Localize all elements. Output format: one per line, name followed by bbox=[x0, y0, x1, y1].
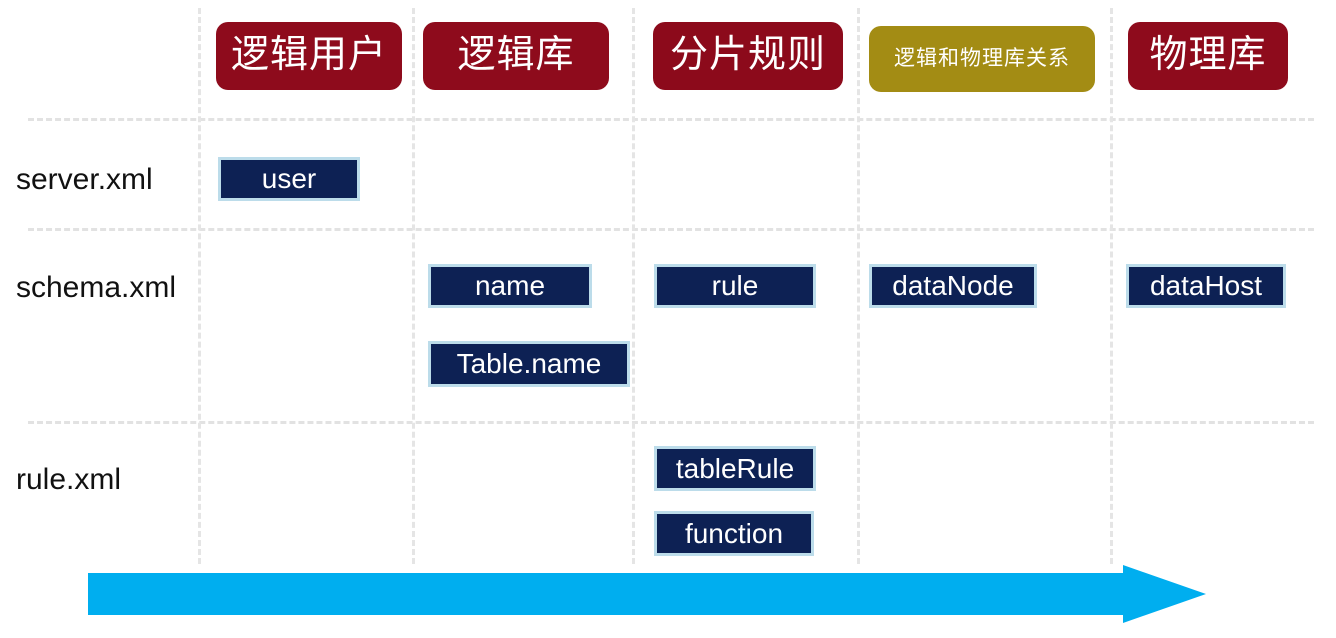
grid-vline-5 bbox=[1110, 8, 1113, 564]
chip-data-node-label: dataNode bbox=[892, 270, 1014, 301]
row-label-rule-xml-text: rule.xml bbox=[16, 463, 122, 496]
chip-table-rule-label: tableRule bbox=[675, 452, 795, 484]
column-header-logical-physical-relation[interactable]: 逻辑和物理库关系 bbox=[869, 26, 1095, 92]
chip-function-label: function bbox=[684, 517, 784, 549]
chip-data-host-label: dataHost bbox=[1149, 270, 1263, 301]
grid-hline-3 bbox=[28, 421, 1314, 424]
column-header-logical-physical-relation-label: 逻辑和物理库关系 bbox=[894, 46, 1070, 71]
grid-vline-1 bbox=[198, 8, 201, 564]
row-label-rule-xml: rule.xml bbox=[16, 463, 121, 497]
column-header-shard-rule[interactable]: 分片规则 bbox=[653, 22, 843, 90]
column-header-physical-db[interactable]: 物理库 bbox=[1128, 22, 1288, 90]
right-arrow-icon bbox=[88, 565, 1206, 623]
chip-table-name[interactable]: Table.name bbox=[428, 341, 630, 387]
chip-user-label: user bbox=[261, 163, 317, 194]
chip-rule-label: rule bbox=[711, 270, 759, 301]
flow-arrow bbox=[88, 565, 1208, 625]
chip-rule[interactable]: rule bbox=[654, 264, 816, 308]
row-label-schema-xml-text: schema.xml bbox=[16, 271, 177, 304]
chip-name-label: name bbox=[474, 270, 546, 301]
chip-table-name-label: Table.name bbox=[456, 348, 602, 379]
chip-data-node[interactable]: dataNode bbox=[869, 264, 1037, 308]
chip-table-rule[interactable]: tableRule bbox=[654, 446, 816, 491]
grid-hline-2 bbox=[28, 228, 1314, 231]
grid-vline-2 bbox=[412, 8, 415, 564]
chip-function[interactable]: function bbox=[654, 511, 814, 556]
column-header-logical-db[interactable]: 逻辑库 bbox=[423, 22, 609, 90]
row-label-server-xml: server.xml bbox=[16, 163, 153, 197]
column-header-logical-user-label: 逻辑用户 bbox=[230, 34, 387, 77]
column-header-shard-rule-label: 分片规则 bbox=[669, 34, 826, 77]
grid-hline-1 bbox=[28, 118, 1314, 121]
column-header-logical-db-label: 逻辑库 bbox=[457, 34, 575, 77]
chip-data-host[interactable]: dataHost bbox=[1126, 264, 1286, 308]
column-header-logical-user[interactable]: 逻辑用户 bbox=[216, 22, 402, 90]
chip-user[interactable]: user bbox=[218, 157, 360, 201]
column-header-physical-db-label: 物理库 bbox=[1149, 34, 1267, 77]
chip-name[interactable]: name bbox=[428, 264, 592, 308]
grid-vline-3 bbox=[632, 8, 635, 564]
row-label-server-xml-text: server.xml bbox=[16, 163, 153, 196]
row-label-schema-xml: schema.xml bbox=[16, 271, 176, 305]
grid-vline-4 bbox=[857, 8, 860, 564]
